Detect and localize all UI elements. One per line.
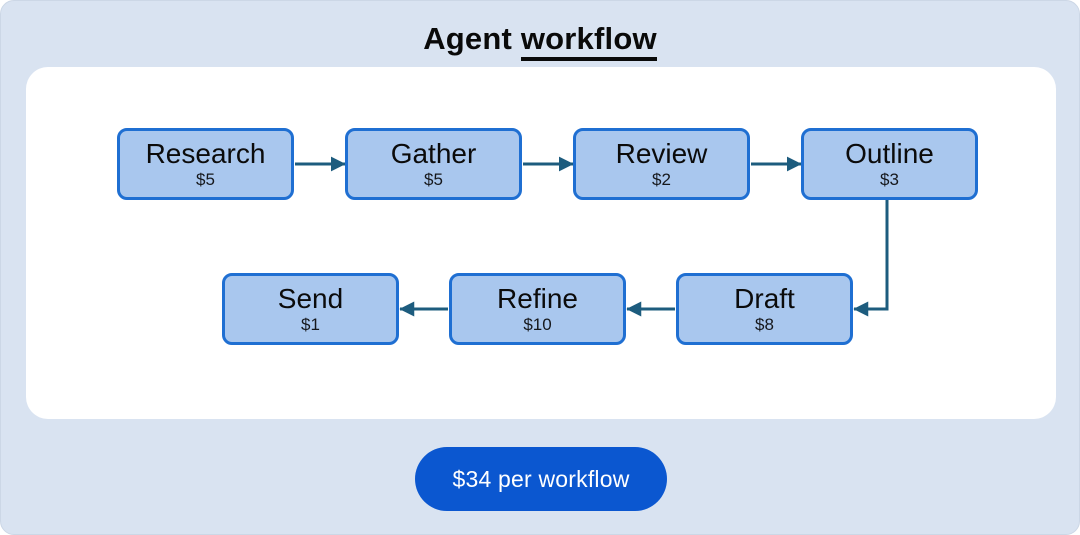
node-cost: $10 <box>523 314 552 334</box>
total-cost-badge: $34 per workflow <box>415 447 667 511</box>
node-draft: Draft $8 <box>676 273 853 345</box>
node-gather: Gather $5 <box>345 128 522 200</box>
node-research: Research $5 <box>117 128 294 200</box>
node-cost: $5 <box>196 169 215 189</box>
total-cost-label: $34 per workflow <box>452 465 630 492</box>
node-label: Draft <box>734 283 795 315</box>
node-label: Research <box>145 138 266 170</box>
title-underlined-word: workflow <box>520 21 657 61</box>
node-cost: $3 <box>880 169 899 189</box>
node-label: Refine <box>497 283 578 315</box>
node-cost: $5 <box>424 169 443 189</box>
node-review: Review $2 <box>573 128 750 200</box>
node-cost: $1 <box>301 314 320 334</box>
node-label: Send <box>277 283 344 315</box>
node-cost: $2 <box>652 169 671 189</box>
diagram-panel <box>26 67 1056 419</box>
node-send: Send $1 <box>222 273 399 345</box>
title-prefix: Agent <box>423 21 513 56</box>
node-label: Gather <box>390 138 477 170</box>
node-refine: Refine $10 <box>449 273 626 345</box>
node-label: Review <box>615 138 708 170</box>
node-cost: $8 <box>755 314 774 334</box>
node-label: Outline <box>845 138 934 170</box>
page-title: Agent workflow <box>1 21 1079 61</box>
node-outline: Outline $3 <box>801 128 978 200</box>
